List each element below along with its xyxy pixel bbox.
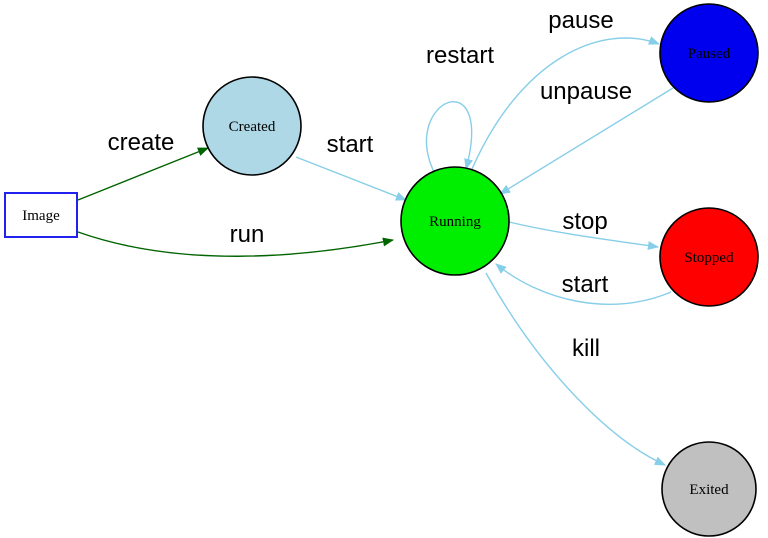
edge-label-run: run <box>230 221 265 248</box>
edge-label-restart: restart <box>426 42 494 69</box>
node-exited[interactable]: Exited <box>661 441 757 537</box>
node-created[interactable]: Created <box>202 76 302 176</box>
edge-create <box>77 147 210 201</box>
node-shape-stopped <box>659 207 759 307</box>
edge-restart <box>425 101 473 173</box>
edge-stop <box>508 221 660 250</box>
edge-label-stop: stop <box>562 208 607 235</box>
node-paused[interactable]: Paused <box>659 3 759 103</box>
edge-label-create: create <box>108 129 175 156</box>
edge-labels-layer: create run start restart pause unpause stop sta… <box>108 7 632 362</box>
node-shape-paused <box>659 3 759 103</box>
node-label-stopped: Stopped <box>684 250 734 266</box>
edges-layer <box>77 36 674 466</box>
edge-label-start-stopped: start <box>562 271 609 298</box>
node-label-paused: Paused <box>688 46 731 62</box>
node-shape-running <box>400 166 510 276</box>
node-label-running: Running <box>429 214 481 230</box>
edge-label-pause: pause <box>548 7 613 34</box>
edge-pause <box>471 36 661 170</box>
edge-start-stopped <box>495 263 672 305</box>
node-shape-created <box>202 76 302 176</box>
node-label-created: Created <box>229 119 276 135</box>
node-label-exited: Exited <box>689 482 729 498</box>
edge-unpause <box>499 87 674 195</box>
node-shape-image <box>4 192 78 238</box>
node-label-image: Image <box>22 208 60 224</box>
node-stopped[interactable]: Stopped <box>659 207 759 307</box>
node-running[interactable]: Running <box>400 166 510 276</box>
edge-run <box>77 231 395 257</box>
node-image[interactable]: Image <box>4 192 78 238</box>
edge-label-unpause: unpause <box>540 78 632 105</box>
node-shape-exited <box>661 441 757 537</box>
edge-label-start-created: start <box>327 131 374 158</box>
edge-label-kill: kill <box>572 335 600 362</box>
edge-kill <box>485 272 667 466</box>
edge-start-created <box>295 156 408 201</box>
